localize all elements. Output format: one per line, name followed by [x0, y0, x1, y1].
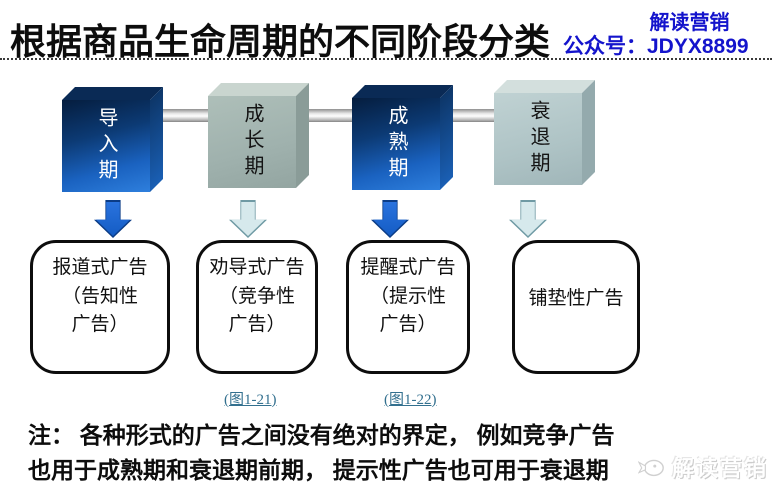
stage-label: 衰退期	[527, 100, 549, 178]
stage-cube-growth: 成长期	[208, 83, 309, 188]
cube-top-face	[494, 80, 595, 93]
stage-label: 成熟期	[385, 105, 407, 183]
cube-right-face	[440, 85, 453, 190]
ad-box-line: 广告）	[228, 314, 286, 335]
cube-top-face	[62, 87, 163, 100]
whale-mascot-icon	[638, 459, 664, 477]
note-text: 注： 各种形式的广告之间没有绝对的界定， 例如竞争广告 也用于成熟期和衰退期前期…	[28, 418, 668, 488]
note-line-1: 注： 各种形式的广告之间没有绝对的界定， 例如竞争广告	[28, 423, 615, 448]
down-arrow-icon	[229, 200, 267, 238]
cube-top-face	[352, 85, 453, 98]
down-arrow-icon	[509, 200, 547, 238]
stage-cube-introduction: 导入期	[62, 87, 163, 192]
arrow-fill	[96, 202, 130, 236]
stage-label: 成长期	[241, 103, 263, 181]
page-title: 根据商品生命周期的不同阶段分类	[10, 21, 551, 62]
down-arrow-icon	[371, 200, 409, 238]
account-id: 公众号：JDYX8899	[563, 35, 749, 58]
ad-box-line: 报道式广告	[52, 257, 148, 278]
figure-link-1-21[interactable]: (图1-21)	[224, 392, 277, 408]
note-line-2: 也用于成熟期和衰退期前期， 提示性广告也可用于衰退期	[28, 458, 609, 483]
arrow-fill	[231, 202, 265, 236]
ad-box-line: 劝导式广告	[209, 257, 305, 278]
cube-front-face: 导入期	[62, 100, 150, 192]
ad-box-line: 提醒式广告	[360, 257, 456, 278]
cube-front-face: 成熟期	[352, 98, 440, 190]
cube-front-face: 衰退期	[494, 93, 582, 185]
stage-cube-maturity: 成熟期	[352, 85, 453, 190]
ad-box-report: 报道式广告 （告知性 广告）	[30, 240, 170, 374]
ad-box-line: 广告）	[379, 314, 437, 335]
ad-box-line: （告知性	[61, 285, 138, 307]
down-arrow-icon	[94, 200, 132, 238]
watermark-brand-name: 解读营销	[671, 456, 768, 481]
ad-box-line: 铺垫性广告	[528, 288, 624, 309]
ad-box-line: 广告）	[71, 314, 129, 335]
ad-box-persuasive: 劝导式广告 （竞争性 广告）	[196, 240, 318, 374]
cube-front-face: 成长期	[208, 96, 296, 188]
header-divider	[0, 58, 772, 60]
arrow-fill	[511, 202, 545, 236]
ad-box-line: （竞争性	[218, 285, 295, 307]
stage-cube-decline: 衰退期	[494, 80, 595, 185]
ad-box-reminder: 提醒式广告 （提示性 广告）	[346, 240, 470, 374]
ad-box-groundwork: 铺垫性广告	[512, 240, 640, 374]
figure-link-1-22[interactable]: (图1-22)	[384, 392, 437, 408]
cube-right-face	[296, 83, 309, 188]
cube-top-face	[208, 83, 309, 96]
brand-watermark: 解读营销	[638, 450, 768, 484]
cube-right-face	[582, 80, 595, 185]
brand-name: 解读营销	[649, 12, 730, 34]
ad-box-line: （提示性	[369, 285, 446, 307]
arrow-fill	[373, 202, 407, 236]
stage-label: 导入期	[95, 107, 117, 185]
cube-right-face	[150, 87, 163, 192]
connector-pipe	[132, 109, 552, 122]
